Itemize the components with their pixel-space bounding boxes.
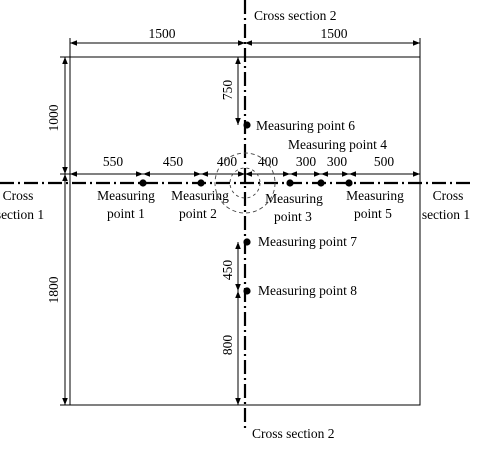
measuring-point-5-dot — [345, 179, 353, 187]
cross-section-1-right-label-line1: Cross — [433, 188, 464, 203]
cross-section-2-bottom-label: Cross section 2 — [252, 426, 335, 441]
measuring-point-2-dot — [197, 179, 205, 187]
measuring-point-6-label: Measuring point 6 — [256, 118, 355, 133]
measuring-point-3-label-line1: Measuring — [265, 191, 323, 206]
measuring-point-5-label-line2: point 5 — [354, 206, 392, 221]
dim-text-top-right: 1500 — [321, 26, 348, 41]
measuring-point-8-label: Measuring point 8 — [258, 283, 357, 298]
measuring-point-1-dot — [139, 179, 147, 187]
measuring-point-4-dot — [317, 179, 325, 187]
measuring-point-3-label-line2: point 3 — [274, 209, 312, 224]
cross-section-2-top-label: Cross section 2 — [254, 8, 337, 23]
dim-text-top-left: 1500 — [149, 26, 176, 41]
dim-text-400b: 400 — [258, 154, 279, 169]
measuring-point-6-dot — [243, 121, 251, 129]
measuring-point-5-label-line1: Measuring — [346, 188, 404, 203]
cross-section-1-left-label-line1: Cross — [3, 188, 34, 203]
dim-text-800: 800 — [220, 335, 235, 356]
measuring-point-7-label: Measuring point 7 — [258, 234, 357, 249]
measuring-point-1-label-line1: Measuring — [97, 188, 155, 203]
measuring-point-3-dot — [286, 179, 294, 187]
intersection-inner-circle — [229, 167, 261, 199]
measuring-point-1-label-line2: point 1 — [107, 206, 145, 221]
dim-text-left-lower: 1800 — [46, 276, 61, 303]
dim-text-400a: 400 — [217, 154, 238, 169]
dim-text-750: 750 — [220, 80, 235, 101]
dim-text-300b: 300 — [327, 154, 348, 169]
dim-text-300a: 300 — [296, 154, 317, 169]
measuring-point-4-label: Measuring point 4 — [288, 137, 387, 152]
dim-text-550: 550 — [103, 154, 124, 169]
measuring-point-2-label-line1: Measuring — [171, 188, 229, 203]
measuring-point-8-dot — [243, 287, 251, 295]
measuring-point-2-label-line2: point 2 — [179, 206, 217, 221]
measuring-point-7-dot — [243, 238, 251, 246]
cross-section-1-right-label-line2: section 1 — [422, 207, 470, 222]
dim-text-450h: 450 — [163, 154, 184, 169]
dim-text-500: 500 — [374, 154, 395, 169]
intersection-outer-circle — [214, 152, 276, 214]
dim-text-left-upper: 1000 — [46, 104, 61, 131]
dim-text-450v: 450 — [220, 260, 235, 281]
cross-section-1-left-label-line2: section 1 — [0, 207, 44, 222]
